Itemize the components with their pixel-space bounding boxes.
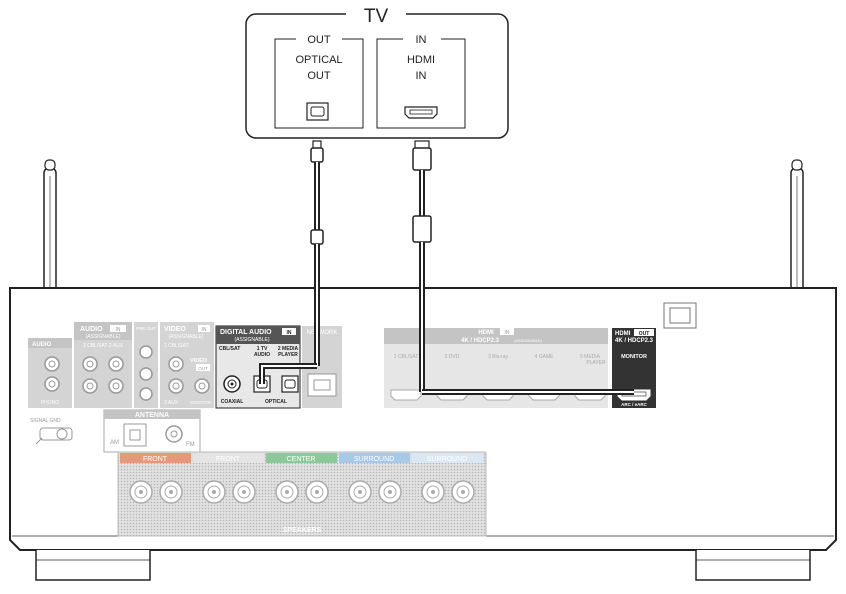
- hdmi-port-label: 1 CBL/SAT: [394, 354, 419, 360]
- video-out-title: VIDEO: [190, 358, 208, 364]
- hdmi-port-label: 5 MEDIA: [580, 354, 601, 360]
- hdmi-out-badge: OUT: [639, 331, 650, 337]
- coaxial-jack[interactable]: [223, 375, 241, 393]
- speaker-group-header: [412, 453, 483, 463]
- hdmi-input-port[interactable]: [390, 389, 422, 401]
- hdmi-in-assignable: (ASSIGNABLE): [514, 338, 543, 343]
- speakers-section: FRONT FRONT CENTER SURROUND SURROUND SPEAKER…: [117, 451, 487, 537]
- audio-in-badge: IN: [116, 327, 121, 333]
- hdmi-cable: [412, 140, 634, 395]
- speaker-binding-post[interactable]: [202, 480, 226, 504]
- phono-label: PHONO: [41, 400, 59, 406]
- video-aux-label: 2 AUX: [164, 400, 179, 406]
- hdmi-out-sub: 4K / HDCP2.3: [615, 338, 654, 344]
- network-label: NETWORK: [307, 330, 338, 336]
- hdmi-in-badge: IN: [505, 330, 510, 336]
- tv-hdmi-in-label: IN: [416, 70, 427, 82]
- speakers-label: SPEAKERS: [283, 527, 322, 534]
- video-section: VIDEO IN (ASSIGNABLE) 1 CBL/SAT VIDEO OU…: [160, 322, 214, 408]
- optical-label: OPTICAL: [265, 399, 287, 405]
- pre-out-jack-1[interactable]: [139, 345, 153, 359]
- video-in-badge: IN: [202, 327, 207, 333]
- fm-terminal[interactable]: [165, 425, 183, 443]
- speaker-binding-post[interactable]: [305, 480, 329, 504]
- tv-out-label: OUT: [307, 34, 331, 46]
- fm-label: FM: [186, 442, 195, 448]
- digital-cbl-label: CBL/SAT: [219, 346, 240, 352]
- pre-out-jack-3[interactable]: [139, 387, 153, 401]
- tv-optical-label: OPTICAL: [295, 54, 342, 66]
- speaker-group-label: SURROUND: [354, 456, 394, 463]
- speaker-binding-post[interactable]: [451, 480, 475, 504]
- coaxial-label: COAXIAL: [221, 399, 244, 405]
- monitor-label: MONITOR: [621, 354, 647, 360]
- phono-audio-label: AUDIO: [32, 342, 52, 348]
- signal-gnd-label: SIGNAL GND: [30, 418, 61, 424]
- speaker-group-label: FRONT: [216, 456, 241, 463]
- signal-gnd-terminal[interactable]: [35, 427, 73, 445]
- hdmi-port-label: 2 DVD: [445, 354, 460, 360]
- tv-hdmi-label: HDMI: [407, 54, 435, 66]
- audio-inputs-label: 1 CBL/SAT 2 AUX: [83, 343, 124, 349]
- hdmi-port-label-line2: PLAYER: [586, 360, 606, 366]
- phono-section: AUDIO PHONO SIGNAL GND: [28, 338, 73, 445]
- tv-optical-port[interactable]: [306, 102, 329, 121]
- hdmi-port-label: 4 GAME: [535, 354, 555, 360]
- speaker-group-header: [193, 453, 264, 463]
- video-assignable-label: (ASSIGNABLE): [168, 334, 203, 340]
- speaker-group-label: FRONT: [143, 456, 168, 463]
- speaker-group-header: [120, 453, 191, 463]
- video-cbl-label: 1 CBL/SAT: [164, 343, 189, 349]
- audio-in-section: AUDIO IN (ASSIGNABLE) 1 CBL/SAT 2 AUX: [74, 322, 132, 408]
- digital-assignable-label: (ASSIGNABLE): [234, 337, 269, 343]
- video-out-badge: OUT: [198, 366, 208, 371]
- brand-logo-plate: [663, 302, 697, 329]
- tv-optical-out-label: OUT: [307, 70, 331, 82]
- network-port[interactable]: [307, 373, 337, 397]
- digital-audio-title: DIGITAL AUDIO: [220, 329, 272, 336]
- hdmi-in-section: HDMI IN 4K / HDCP2.3 (ASSIGNABLE) 1 CBL/…: [384, 328, 608, 408]
- hdmi-in-title: HDMI: [478, 330, 494, 336]
- hdmi-in-sub: 4K / HDCP2.3: [461, 338, 500, 344]
- audio-assignable-label: (ASSIGNABLE): [85, 334, 120, 340]
- digital-media-player-label: PLAYER: [278, 352, 298, 358]
- speaker-terminal-groups: FRONT FRONT CENTER SURROUND SURROUND: [120, 453, 483, 504]
- hdmi-out-title: HDMI: [615, 331, 631, 337]
- speaker-binding-post[interactable]: [159, 480, 183, 504]
- tv-hdmi-port[interactable]: [404, 106, 438, 119]
- speaker-binding-post[interactable]: [378, 480, 402, 504]
- hdmi-out-section: HDMI OUT 4K / HDCP2.3 MONITOR ARC / eARC: [612, 328, 656, 408]
- hdmi-port-label: 3 Blu-ray: [488, 354, 509, 360]
- digital-audio-badge: IN: [287, 330, 292, 336]
- optical-2-media-port[interactable]: [281, 375, 299, 393]
- antenna-label: ANTENNA: [135, 412, 169, 419]
- antenna-section: ANTENNA AM FM: [103, 409, 201, 453]
- speaker-binding-post[interactable]: [348, 480, 372, 504]
- video-monitor-label: MONITOR: [190, 400, 212, 405]
- pre-out-label: PRE OUT: [136, 326, 156, 331]
- speaker-binding-post[interactable]: [232, 480, 256, 504]
- tv-unit: TV OUT OPTICAL OUT IN HDMI IN: [245, 4, 509, 139]
- am-terminal[interactable]: [123, 423, 147, 447]
- audio-in-title: AUDIO: [80, 326, 103, 333]
- tv-in-label: IN: [416, 34, 427, 46]
- am-label: AM: [110, 440, 119, 446]
- pre-out-section: PRE OUT: [134, 322, 158, 408]
- speaker-group-label: CENTER: [287, 456, 316, 463]
- digital-media-label: 2 MEDIA: [278, 346, 299, 352]
- arc-label: ARC / eARC: [621, 402, 648, 407]
- speaker-binding-post[interactable]: [129, 480, 153, 504]
- pre-out-jack-2[interactable]: [139, 367, 153, 381]
- optical-cable: [259, 140, 324, 384]
- speaker-binding-post[interactable]: [275, 480, 299, 504]
- speaker-binding-post[interactable]: [421, 480, 445, 504]
- speaker-group-header: [266, 453, 337, 463]
- speaker-group-label: SURROUND: [427, 456, 467, 463]
- tv-title: TV: [364, 6, 389, 27]
- speaker-group-header: [339, 453, 410, 463]
- digital-tv-audio-label: AUDIO: [254, 352, 270, 358]
- digital-tv-label: 1 TV: [257, 346, 268, 352]
- video-in-title: VIDEO: [164, 326, 186, 333]
